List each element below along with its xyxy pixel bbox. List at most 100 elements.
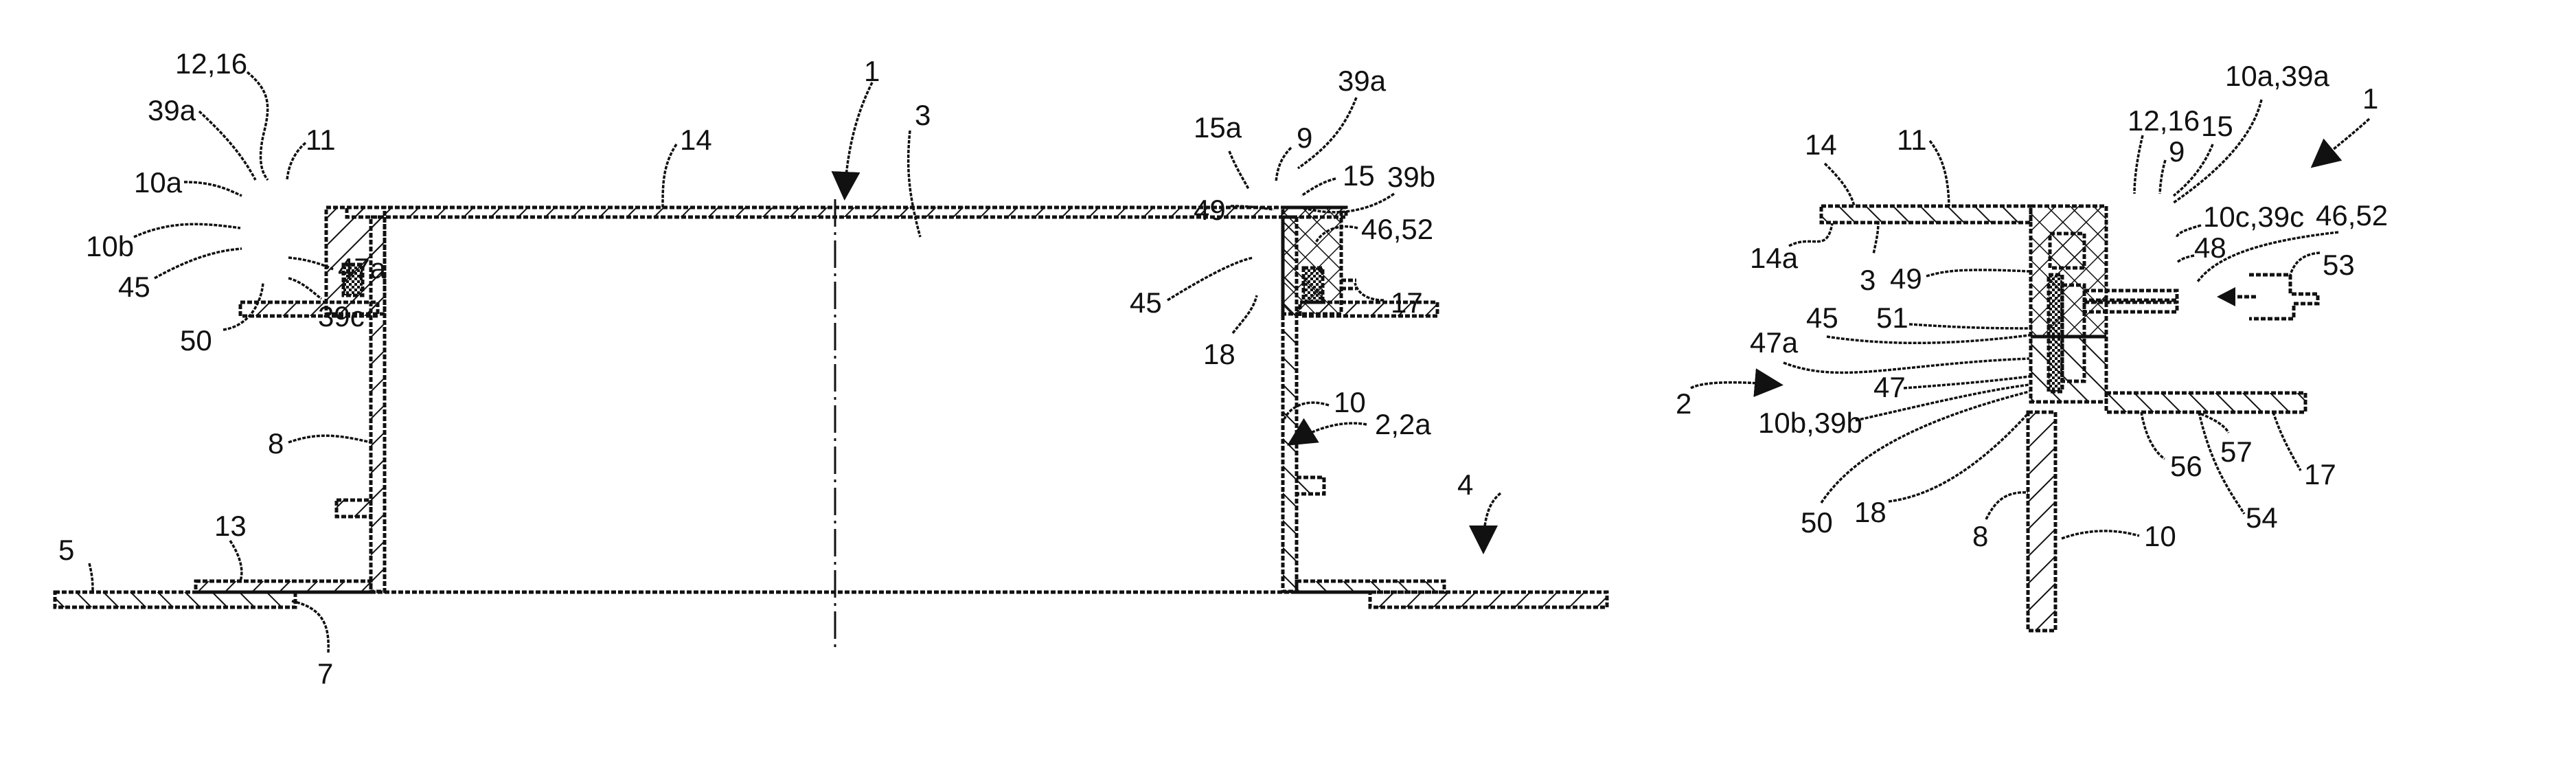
detail-channel-51: [2060, 283, 2086, 383]
detail-wall-8-10: [2026, 410, 2058, 633]
label-39c: 39c: [318, 300, 365, 332]
label-39b: 39b: [1387, 161, 1435, 193]
label-46-52: 46,52: [1361, 213, 1433, 245]
arrow-4: [1469, 492, 1502, 554]
arrow-detail-2: [1690, 368, 1783, 398]
label-1: 1: [864, 55, 880, 87]
detail-label-12-16: 12,16: [2128, 104, 2200, 137]
detail-flange-17: [2104, 391, 2307, 414]
detail-leader-3: [1872, 221, 1880, 255]
detail-label-56: 56: [2170, 450, 2202, 482]
label-2-2a: 2,2a: [1375, 408, 1431, 440]
detail-leader-50: [1820, 390, 2030, 504]
floor-5-left: [53, 590, 297, 609]
leader-45-left: [154, 247, 242, 280]
label-50: 50: [180, 324, 212, 357]
detail-label-50: 50: [1801, 506, 1833, 539]
leader-10: [1283, 401, 1330, 420]
label-8: 8: [268, 427, 284, 460]
detail-leader-15: [2172, 144, 2214, 197]
detail-vent-pipe: [2082, 289, 2179, 302]
detail-leader-12-16: [2133, 135, 2144, 194]
detail-label-47a: 47a: [1750, 326, 1799, 359]
leader-13: [229, 540, 243, 582]
label-13: 13: [214, 510, 247, 542]
detail-leader-53: [2289, 251, 2321, 275]
label-14: 14: [680, 124, 712, 156]
leader-50: [223, 282, 264, 331]
label-49: 49: [1194, 194, 1226, 226]
detail-leader-48: [2176, 254, 2195, 264]
detail-label-10a-39a: 10a,39a: [2225, 60, 2329, 92]
leader-49: [1230, 205, 1275, 211]
leader-8: [288, 434, 372, 444]
leader-39a-right: [1297, 97, 1358, 170]
detail-leader-8: [1985, 491, 2029, 520]
detail-label-53: 53: [2323, 249, 2355, 281]
left-seal-pocket: [341, 262, 365, 297]
right-rib: [1295, 475, 1326, 496]
right-seal-pocket: [1301, 266, 1325, 304]
detail-label-48: 48: [2194, 231, 2226, 264]
detail-label-17: 17: [2304, 458, 2336, 490]
arrow-2-2a: [1287, 418, 1367, 446]
leader-18: [1231, 295, 1258, 335]
label-4: 4: [1457, 468, 1473, 501]
detail-label-14a: 14a: [1750, 242, 1799, 274]
detail-label-9: 9: [2169, 135, 2185, 168]
leader-15: [1301, 177, 1336, 197]
right-flange-17: [1298, 300, 1439, 318]
detail-label-57: 57: [2220, 436, 2253, 468]
leader-39a-left: [198, 110, 257, 181]
detail-housing-lower: [2029, 335, 2108, 404]
detail-label-47: 47: [1873, 371, 1906, 403]
leader-46-52: [1314, 225, 1358, 245]
leader-17: [1354, 282, 1384, 302]
label-10: 10: [1334, 386, 1366, 418]
leader-7: [291, 600, 330, 653]
label-15: 15: [1343, 159, 1375, 192]
detail-label-15: 15: [2201, 110, 2233, 142]
detail-label-14: 14: [1805, 128, 1837, 161]
detail-leader-10a-39a: [2173, 99, 2263, 204]
detail-label-45: 45: [1806, 302, 1838, 334]
leader-9: [1275, 146, 1292, 183]
detail-leader-14: [1823, 162, 1856, 207]
label-10b: 10b: [86, 230, 134, 262]
leader-12-16: [246, 71, 269, 181]
label-3: 3: [915, 99, 931, 131]
detail-leader-11: [1928, 139, 1950, 207]
right-detail-view: [1690, 99, 2371, 633]
leader-11: [286, 142, 307, 181]
left-rib: [334, 498, 373, 519]
leader-39c: [288, 277, 323, 300]
leader-45-right: [1167, 256, 1254, 302]
label-39a-right: 39a: [1338, 65, 1387, 97]
detail-label-10c-39c: 10c,39c: [2203, 201, 2304, 233]
arrow-detail-1: [2310, 117, 2371, 168]
detail-label-51: 51: [1876, 302, 1908, 334]
leader-14: [661, 144, 678, 208]
leader-47a: [288, 256, 334, 271]
detail-leader-46-52: [2196, 231, 2339, 283]
detail-label-8: 8: [1972, 520, 1988, 552]
detail-label-10: 10: [2144, 520, 2176, 552]
detail-insert-arrowhead: [2217, 287, 2235, 306]
label-10a: 10a: [134, 166, 183, 199]
detail-vent-pipe-lower: [2082, 300, 2179, 314]
detail-leader-14a: [1788, 223, 1834, 247]
leader-15a: [1228, 150, 1250, 190]
detail-label-3: 3: [1860, 264, 1876, 296]
detail-label-49: 49: [1890, 262, 1922, 295]
label-15a: 15a: [1194, 111, 1242, 144]
detail-leader-56: [2140, 411, 2166, 460]
label-18: 18: [1203, 338, 1235, 370]
label-17: 17: [1391, 286, 1423, 319]
leader-3: [907, 130, 922, 238]
label-45-right: 45: [1130, 286, 1162, 319]
detail-label-46-52: 46,52: [2316, 199, 2388, 231]
detail-leader-54: [2198, 411, 2246, 515]
arrow-1: [831, 82, 874, 201]
detail-seal-body: [2047, 273, 2064, 394]
